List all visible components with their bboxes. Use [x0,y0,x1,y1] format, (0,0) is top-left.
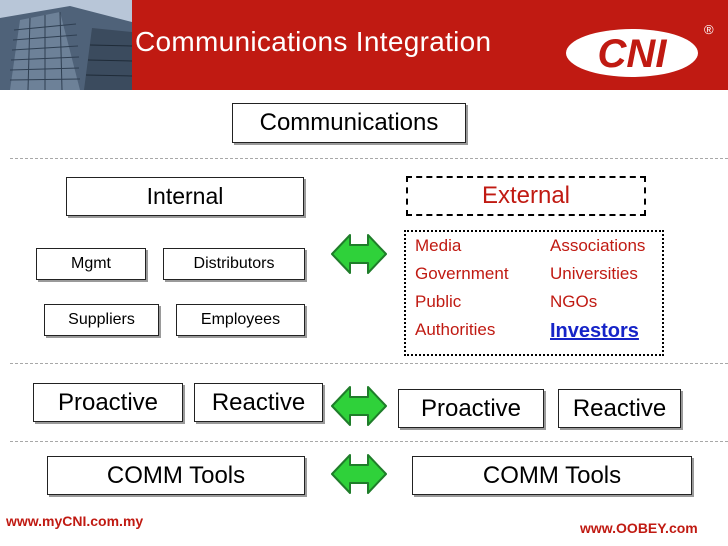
left-reactive-box: Reactive [194,383,323,422]
separator-top [10,158,728,159]
right-proactive-box: Proactive [398,389,544,428]
communications-box: Communications [232,103,466,143]
external-item-government: Government [415,264,509,284]
external-item-ngos: NGOs [550,292,597,312]
double-arrow-icon-1 [330,232,388,276]
right-reactive-box: Reactive [558,389,681,428]
employees-box: Employees [176,304,305,336]
registered-mark: ® [704,22,714,37]
external-item-associations: Associations [550,236,645,256]
suppliers-box: Suppliers [44,304,159,336]
right-comm-tools-box: COMM Tools [412,456,692,495]
slide-title: Communications Integration [135,26,491,58]
external-box: External [406,176,646,216]
logo-text: CNI [598,32,668,76]
cni-logo: CNI ® [566,20,716,80]
footer-link-oobey[interactable]: www.OOBEY.com [580,520,698,536]
external-item-public: Public [415,292,461,312]
external-item-investors: Investors [550,320,639,343]
footer-link-mycni[interactable]: www.myCNI.com.my [6,513,143,529]
building-image [0,0,132,90]
external-list: Media Government Public Authorities Asso… [404,230,664,356]
internal-box: Internal [66,177,304,216]
left-proactive-box: Proactive [33,383,183,422]
double-arrow-icon-3 [330,452,388,496]
external-item-universities: Universities [550,264,638,284]
distributors-box: Distributors [163,248,305,280]
mgmt-box: Mgmt [36,248,146,280]
external-item-media: Media [415,236,461,256]
separator-bottom [10,441,728,442]
separator-middle [10,363,728,364]
left-comm-tools-box: COMM Tools [47,456,305,495]
double-arrow-icon-2 [330,384,388,428]
external-item-authorities: Authorities [415,320,495,340]
